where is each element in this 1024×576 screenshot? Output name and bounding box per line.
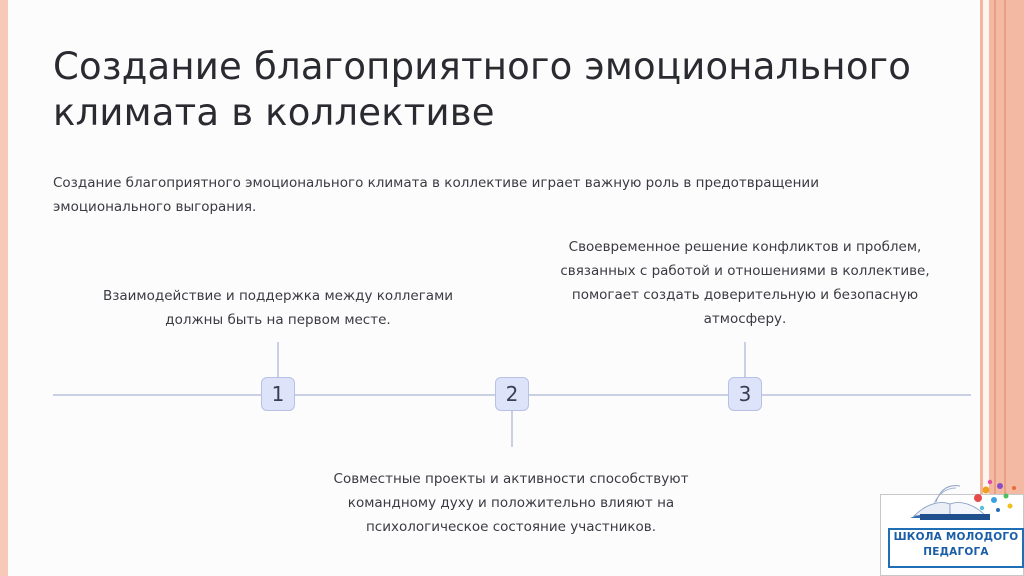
right-decorative-line [1004, 0, 1006, 576]
timeline-step-1-text: Взаимодействие и поддержка между коллега… [102, 288, 454, 328]
logo-text-line1: ШКОЛА МОЛОДОГО [893, 531, 1019, 543]
timeline-marker-3: 3 [728, 377, 762, 411]
timeline-connector [511, 411, 513, 447]
timeline-step-3-text: Своевременное решение конфликтов и пробл… [560, 239, 930, 327]
intro-paragraph: Создание благоприятного эмоционального к… [53, 175, 819, 215]
timeline-connector [744, 342, 746, 378]
left-decorative-stripe [0, 0, 8, 576]
timeline-connector [277, 342, 279, 378]
right-decorative-gap [983, 0, 989, 576]
timeline-marker-2: 2 [495, 377, 529, 411]
right-decorative-line [980, 0, 983, 576]
timeline-step-2-text: Совместные проекты и активности способст… [333, 471, 689, 535]
logo-banner: ШКОЛА МОЛОДОГО ПЕДАГОГА [888, 528, 1024, 568]
school-logo: ШКОЛА МОЛОДОГО ПЕДАГОГА [880, 474, 1024, 576]
timeline-marker-1: 1 [261, 377, 295, 411]
logo-text-line2: ПЕДАГОГА [923, 546, 989, 558]
slide-title: Создание благоприятного эмоционального к… [53, 45, 912, 134]
right-decorative-line [994, 0, 996, 576]
open-book-icon [910, 479, 1016, 520]
